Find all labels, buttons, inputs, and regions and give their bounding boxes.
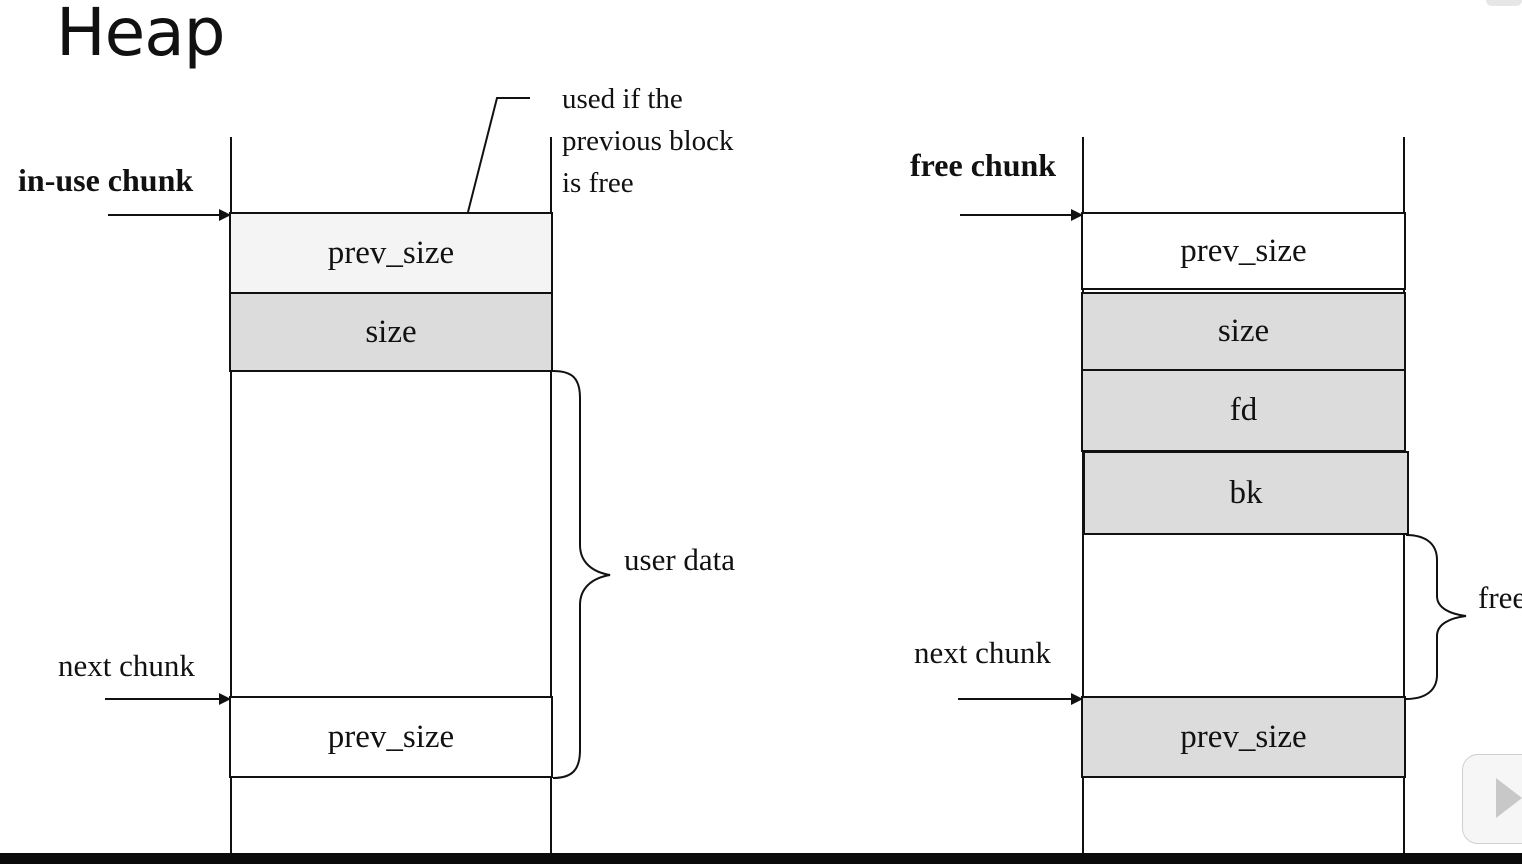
previous-block-note: used if the previous block is free (562, 78, 734, 204)
free-next-prev-size-cell: prev_size (1081, 696, 1406, 778)
free-brace (1405, 534, 1467, 700)
overlay-corner-tab (1486, 0, 1522, 6)
free-fd-label: fd (1229, 392, 1258, 428)
free-prev-size-cell: prev_size (1081, 212, 1406, 290)
in-use-next-prev-size-label: prev_size (327, 718, 455, 755)
free-next-chunk-label: next chunk (914, 635, 1051, 670)
free-size-label: size (1217, 313, 1270, 349)
note-line-1: used if the (562, 83, 683, 115)
in-use-chunk-label: in-use chunk (18, 162, 194, 198)
in-use-prev-size-label: prev_size (327, 234, 455, 271)
note-line-2: previous block (562, 125, 734, 157)
in-use-next-prev-size-cell: prev_size (229, 696, 553, 778)
note-line-3: is free (562, 167, 634, 199)
bottom-bar (0, 853, 1522, 864)
slide-title: Heap (56, 0, 226, 71)
free-space-label: free (1478, 580, 1522, 615)
in-use-prev-size-cell: prev_size (229, 212, 553, 294)
play-icon[interactable] (1496, 778, 1522, 818)
in-use-next-chunk-label: next chunk (58, 648, 195, 683)
free-prev-size-label: prev_size (1180, 232, 1307, 269)
user-data-brace (552, 370, 611, 779)
free-bk-label: bk (1229, 474, 1263, 511)
in-use-size-cell: size (229, 292, 553, 372)
free-bk-cell: bk (1083, 451, 1409, 535)
free-size-cell: size (1081, 292, 1406, 371)
free-fd-cell: fd (1081, 369, 1406, 452)
free-next-prev-size-label: prev_size (1180, 718, 1307, 755)
note-leader-line (467, 97, 530, 213)
in-use-size-label: size (365, 313, 417, 350)
user-data-label: user data (624, 542, 736, 577)
free-chunk-label: free chunk (910, 147, 1057, 183)
